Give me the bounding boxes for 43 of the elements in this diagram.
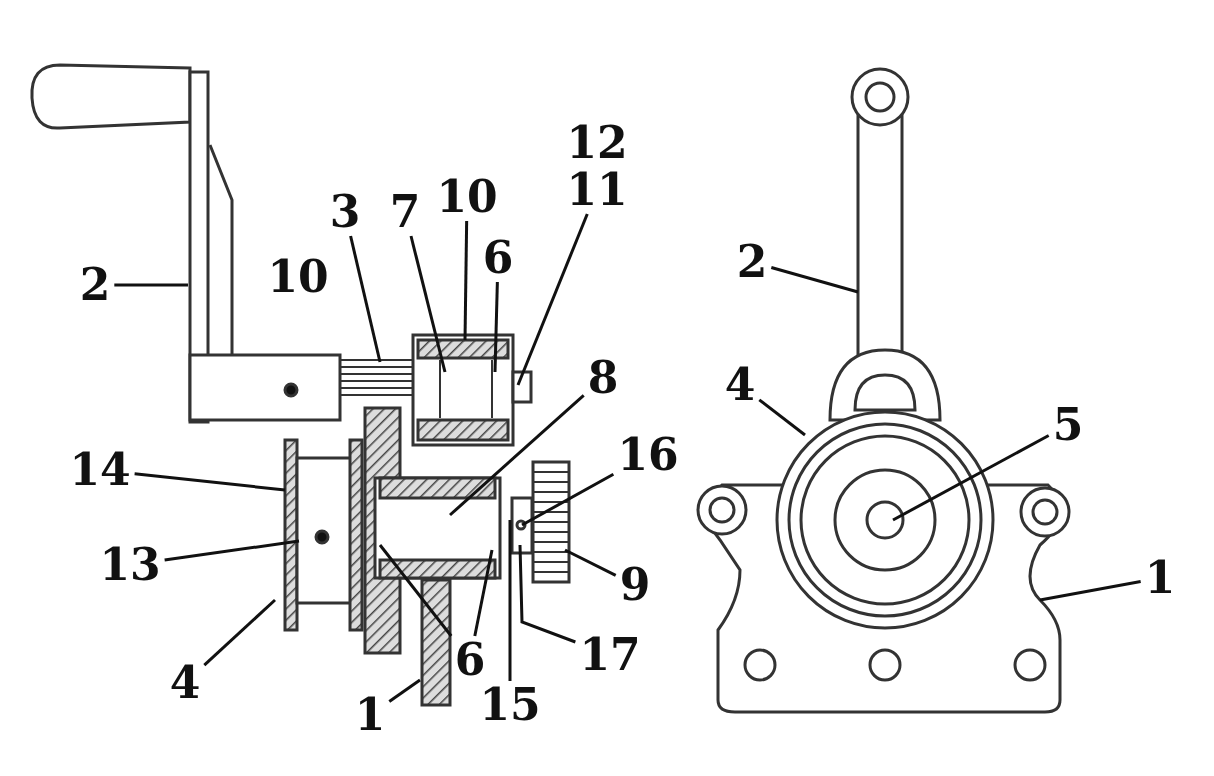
callout-number: 16	[617, 433, 679, 477]
leader-line	[516, 213, 589, 386]
callout-number: 2	[736, 240, 768, 284]
callout-number: 12	[566, 121, 628, 165]
leader-line	[518, 544, 576, 644]
callout-number: 8	[587, 356, 619, 400]
callout-number: 14	[69, 448, 131, 492]
leader-line	[564, 548, 617, 577]
callout-number: 1	[1144, 556, 1176, 600]
leader-line	[349, 235, 382, 363]
leader-line	[449, 394, 585, 517]
leader-line	[473, 549, 494, 637]
callout-number: 4	[724, 363, 756, 407]
leader-line	[164, 539, 300, 562]
leader-line	[892, 434, 1050, 522]
callout-number: 4	[169, 661, 201, 705]
callout-number: 10	[267, 255, 329, 299]
callout-number: 5	[1052, 403, 1084, 447]
callout-number: 9	[619, 563, 651, 607]
callout-number: 15	[479, 683, 541, 727]
leader-line	[508, 520, 512, 681]
leader-line	[388, 678, 421, 703]
leader-line	[134, 472, 286, 492]
callout-number: 1	[354, 693, 386, 737]
leader-line	[770, 266, 859, 294]
callout-number: 6	[482, 236, 514, 280]
callout-number: 13	[99, 543, 161, 587]
callout-number: 17	[579, 633, 641, 677]
leader-line	[203, 598, 276, 667]
leader-line	[758, 398, 806, 437]
leader-line	[493, 281, 499, 373]
leader-line	[463, 220, 469, 341]
leader-line	[521, 472, 615, 527]
callout-number: 2	[79, 263, 111, 307]
leader-line	[114, 283, 188, 287]
leader-line	[1039, 580, 1141, 602]
leader-line	[409, 235, 447, 373]
callout-number: 11	[566, 168, 628, 212]
callout-number: 6	[454, 638, 486, 682]
callout-number: 7	[389, 190, 421, 234]
callout-number: 3	[329, 190, 361, 234]
leader-line	[378, 544, 453, 637]
callout-number: 10	[436, 175, 498, 219]
